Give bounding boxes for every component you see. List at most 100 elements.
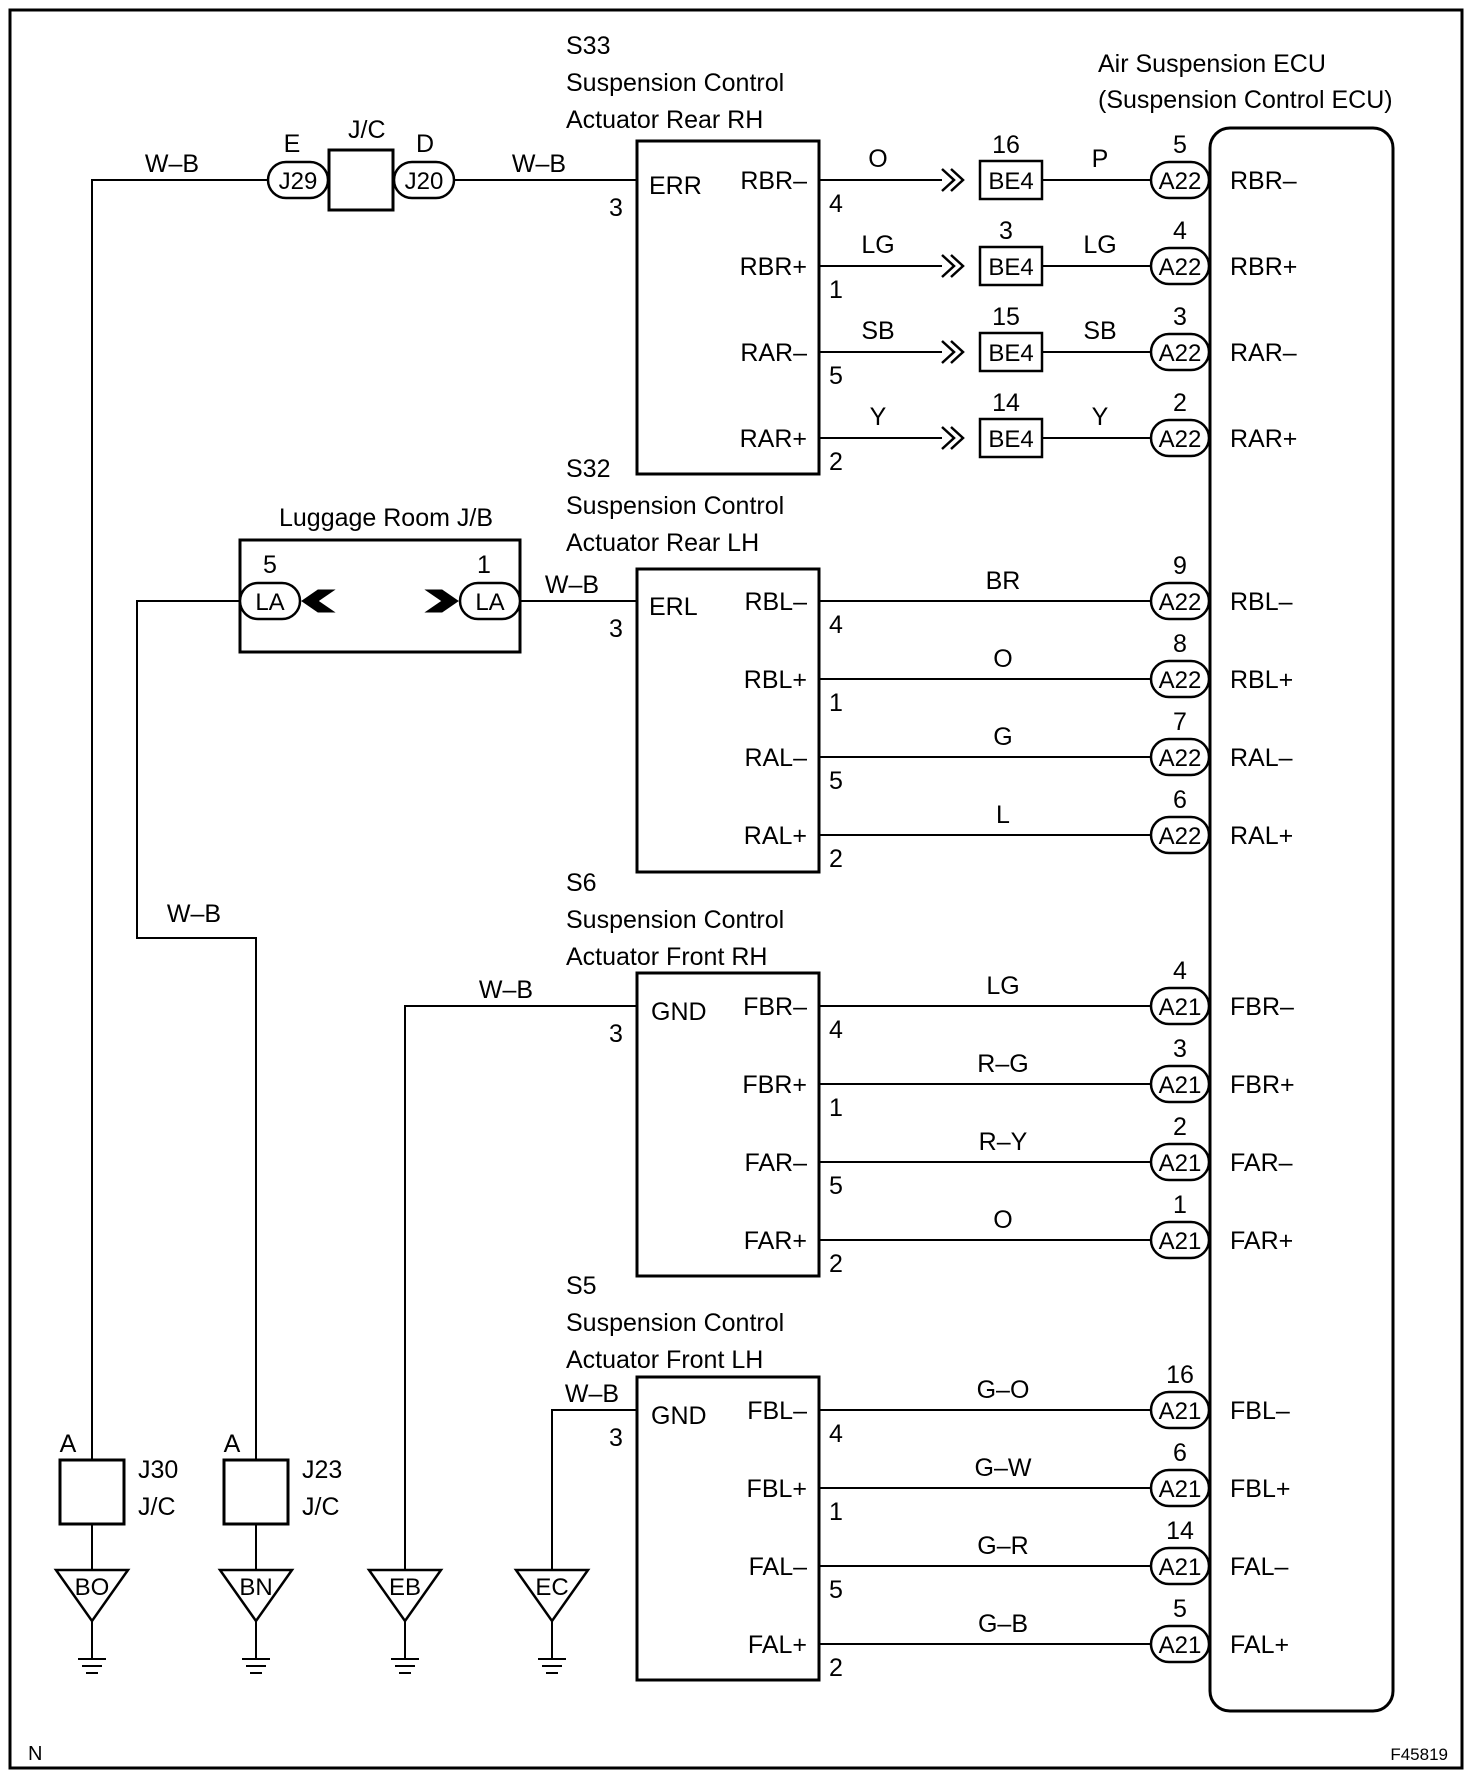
actuator-pin-s33-2: 5 — [829, 362, 843, 390]
ecu-connector-s5-1 — [1149, 1468, 1211, 1508]
actuator-pin-s5-1: 1 — [829, 1498, 843, 1526]
be-chevron-s33-1-b — [950, 254, 965, 278]
ecu-connector-s5-2-label: A21 — [1159, 1554, 1202, 1581]
jc-top-left-pin: E — [284, 130, 301, 158]
ecu-connector-s6-1 — [1149, 1064, 1211, 1104]
wire-color2-s33-2: SB — [1083, 317, 1116, 345]
be-chevron-s33-0-a — [941, 168, 956, 192]
ground-eb-label: EB — [389, 1574, 421, 1601]
labels-layer: Air Suspension ECU(Suspension Control EC… — [28, 32, 1448, 1765]
be-connector-pin-s33-3: 14 — [992, 389, 1020, 417]
actuator-pin-s6-3: 2 — [829, 1250, 843, 1278]
ecu-connector-pin-s6-3: 1 — [1173, 1191, 1187, 1219]
actuator-code-s5: S5 — [566, 1272, 597, 1300]
actuator-ground-pin-s6: 3 — [609, 1020, 623, 1048]
ecu-terminal-s32-3: RAL+ — [1230, 822, 1293, 850]
wire-color-s33-3: Y — [870, 403, 887, 431]
wire-color2-s33-1: LG — [1083, 231, 1116, 259]
junction-block-j30 — [58, 1458, 126, 1526]
ecu-connector-pin-s33-1: 4 — [1173, 217, 1187, 245]
actuator-terminal-s32-2: RAL– — [744, 744, 807, 772]
luggage-jb-left-connector — [238, 581, 302, 621]
wire-color-s6-1: R–G — [977, 1050, 1028, 1078]
jc-top-right-connector — [392, 160, 456, 200]
actuator-pin-s6-0: 4 — [829, 1016, 843, 1044]
be-chevron-s33-2-a — [941, 340, 956, 364]
luggage-jb-right-pin: 1 — [477, 551, 491, 579]
ecu-terminal-s6-1: FBR+ — [1230, 1071, 1295, 1099]
corner-label-right: F45819 — [1390, 1745, 1448, 1764]
ecu-terminal-s6-3: FAR+ — [1230, 1227, 1293, 1255]
ecu-connector-s6-2 — [1149, 1142, 1211, 1182]
junction-block-type-j30: J/C — [138, 1493, 176, 1521]
junction-block-conn-j30: J30 — [138, 1456, 178, 1484]
wire-color-s6-3: O — [993, 1206, 1012, 1234]
luggage-jb-left-pin: 5 — [263, 551, 277, 579]
junction-block-type-j23: J/C — [302, 1493, 340, 1521]
actuator-pin-s32-3: 2 — [829, 845, 843, 873]
be-chevron-s33-2-b — [950, 340, 965, 364]
ground-eb-triangle — [366, 1568, 444, 1624]
ecu-connector-pin-s32-3: 6 — [1173, 786, 1187, 814]
ecu-connector-s32-3-label: A22 — [1159, 823, 1202, 850]
ecu-connector-s32-0 — [1149, 581, 1211, 621]
ecu-connector-s5-1-label: A21 — [1159, 1476, 1202, 1503]
ground-bo-triangle — [53, 1568, 131, 1624]
actuator-name-line1-s5: Suspension Control — [566, 1309, 784, 1337]
ecu-connector-pin-s6-2: 2 — [1173, 1113, 1187, 1141]
be-chevron-s33-1-a — [941, 254, 956, 278]
be-chevron-s33-0-b — [950, 168, 965, 192]
ecu-terminal-s32-0: RBL– — [1230, 588, 1293, 616]
actuator-terminal-s5-2: FAL– — [749, 1553, 807, 1581]
actuator-terminal-s6-0: FBR– — [743, 993, 807, 1021]
ecu-connector-pin-s32-1: 8 — [1173, 630, 1187, 658]
actuator-code-s32: S32 — [566, 455, 610, 483]
ecu-terminal-s5-0: FBL– — [1230, 1397, 1290, 1425]
wire-color-s32-1: O — [993, 645, 1012, 673]
actuator-terminal-s32-0: RBL– — [744, 588, 807, 616]
ecu-connector-s33-3 — [1149, 418, 1211, 458]
luggage-jb-label: Luggage Room J/B — [279, 504, 493, 532]
wire-color-s6-2: R–Y — [979, 1128, 1028, 1156]
wire-color-s5-3: G–B — [978, 1610, 1028, 1638]
junction-block-conn-j23: J23 — [302, 1456, 342, 1484]
wire-color-s6-0: LG — [986, 972, 1019, 1000]
ecu-terminal-s6-0: FBR– — [1230, 993, 1294, 1021]
wire-color-top-left: W–B — [145, 150, 199, 178]
ecu-terminal-s33-0: RBR– — [1230, 167, 1297, 195]
ecu-connector-s33-1 — [1149, 246, 1211, 286]
ecu-connector-s33-0 — [1149, 160, 1211, 200]
actuator-ground-pin-s32: 3 — [609, 615, 623, 643]
ecu-connector-s5-0-label: A21 — [1159, 1398, 1202, 1425]
junction-block-j23 — [222, 1458, 290, 1526]
ecu-box — [1208, 126, 1395, 1713]
ecu-connector-s33-2-label: A22 — [1159, 340, 1202, 367]
actuator-ground-pin-s33: 3 — [609, 194, 623, 222]
actuator-pin-s5-0: 4 — [829, 1420, 843, 1448]
corner-label-left: N — [28, 1743, 42, 1765]
ecu-connector-pin-s33-3: 2 — [1173, 389, 1187, 417]
actuator-name-line1-s6: Suspension Control — [566, 906, 784, 934]
be-connector-label-s33-0: BE4 — [988, 168, 1033, 195]
ground-ec-label: EC — [535, 1574, 568, 1601]
ecu-connector-s6-3 — [1149, 1220, 1211, 1260]
actuator-terminal-s6-3: FAR+ — [744, 1227, 807, 1255]
ecu-connector-s6-0-label: A21 — [1159, 994, 1202, 1021]
ecu-title-line1: Air Suspension ECU — [1098, 50, 1326, 78]
be-connector-pin-s33-2: 15 — [992, 303, 1020, 331]
wires-layer — [78, 152, 1151, 1674]
actuator-box-s5 — [635, 1375, 821, 1682]
ecu-connector-s32-1 — [1149, 659, 1211, 699]
wire-color-luggage-out: W–B — [545, 571, 599, 599]
be-connector-s33-1 — [978, 245, 1044, 287]
ecu-terminal-s5-2: FAL– — [1230, 1553, 1288, 1581]
ecu-connector-pin-s5-1: 6 — [1173, 1439, 1187, 1467]
ecu-connector-s32-0-label: A22 — [1159, 589, 1202, 616]
jc-top-left-connector-label: J29 — [279, 168, 318, 195]
ecu-connector-s32-1-label: A22 — [1159, 667, 1202, 694]
actuator-name-line1-s32: Suspension Control — [566, 492, 784, 520]
wire-color-s33-0: O — [868, 145, 887, 173]
wire-color-top-mid: W–B — [512, 150, 566, 178]
luggage-jb-right-connector — [458, 581, 522, 621]
